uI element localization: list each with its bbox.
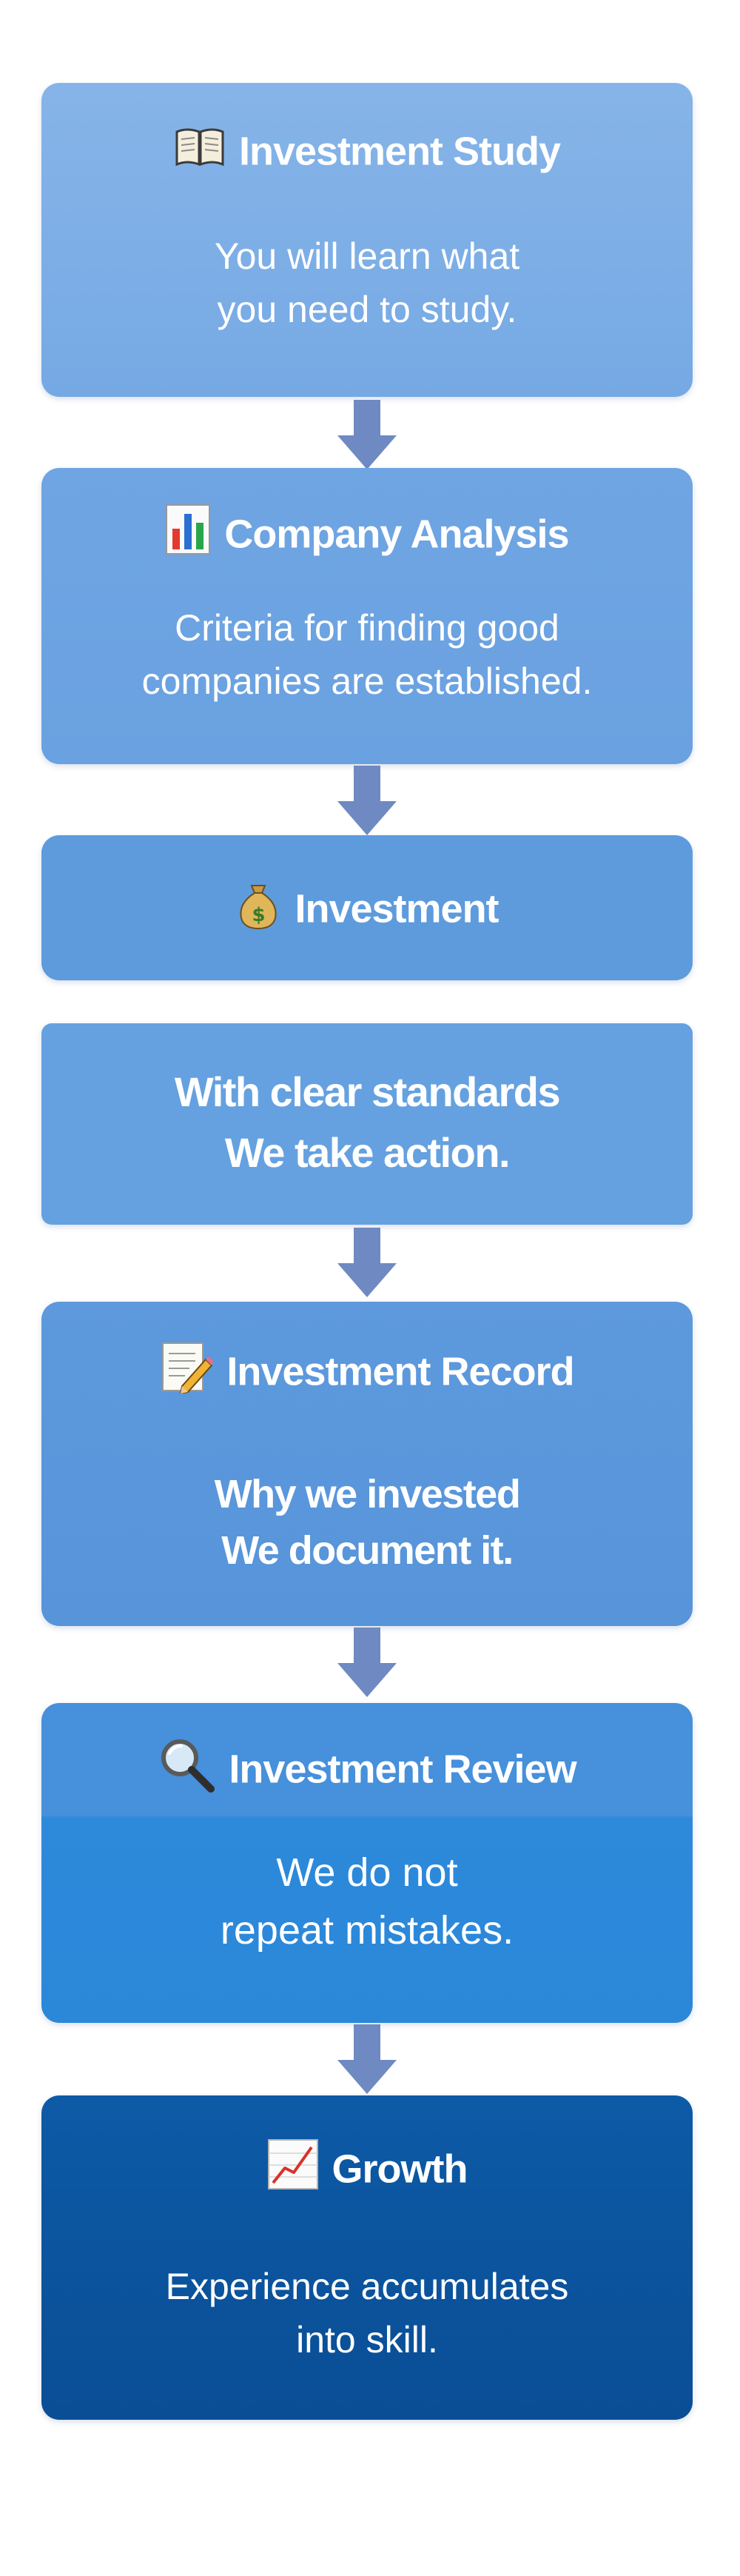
down-arrow-icon	[337, 766, 397, 835]
step-description-line: companies are established.	[141, 660, 593, 702]
step-description: You will learn what you need to study.	[41, 230, 693, 336]
step-title: Investment Record	[226, 1349, 574, 1394]
step-description-line: repeat mistakes.	[220, 1908, 514, 1953]
step-title-row: Growth	[41, 2138, 693, 2200]
step-card-investment-header: $ Investment	[41, 835, 693, 980]
step-card-investment-body: With clear standards We take action.	[41, 1023, 693, 1225]
magnifying-glass-icon	[158, 1736, 215, 1803]
step-title: Growth	[332, 2147, 468, 2192]
step-description-line: Why we invested	[214, 1472, 521, 1516]
memo-icon	[160, 1340, 214, 1403]
step-title-row: Company Analysis	[41, 504, 693, 565]
step-description-line: You will learn what	[214, 235, 520, 277]
down-arrow-icon	[337, 1228, 397, 1297]
down-arrow-icon	[337, 1627, 397, 1697]
step-description: Why we invested We document it.	[41, 1466, 693, 1579]
step-card-investment-review: Investment Review We do not repeat mista…	[41, 1703, 693, 2023]
step-title: Investment	[295, 886, 499, 931]
open-book-icon	[174, 124, 226, 178]
money-bag-icon: $	[235, 878, 281, 940]
step-title-row: Investment Record	[41, 1340, 693, 1403]
step-card-growth: Growth Experience accumulates into skill…	[41, 2095, 693, 2420]
step-description-line: We document it.	[221, 1528, 514, 1573]
bar-chart-icon	[165, 504, 211, 565]
chart-increasing-icon	[267, 2138, 319, 2200]
step-description-line: Criteria for finding good	[175, 607, 559, 649]
step-title: Company Analysis	[224, 512, 569, 557]
step-description-line: We do not	[276, 1850, 458, 1895]
step-title-row: Investment Review	[41, 1736, 693, 1803]
step-title-row: Investment Study	[41, 124, 693, 178]
step-description: Criteria for finding good companies are …	[41, 601, 693, 708]
svg-text:$: $	[252, 904, 265, 926]
step-title: Investment Review	[229, 1747, 576, 1792]
step-description: With clear standards We take action.	[41, 1062, 693, 1183]
step-description-line: With clear standards	[174, 1068, 561, 1115]
step-card-investment-study: Investment Study You will learn what you…	[41, 83, 693, 397]
step-description-line: you need to study.	[217, 289, 517, 330]
down-arrow-icon	[337, 400, 397, 469]
step-description-line: into skill.	[296, 2319, 438, 2361]
down-arrow-icon	[337, 2024, 397, 2094]
step-description: Experience accumulates into skill.	[41, 2260, 693, 2366]
step-card-investment-record: Investment Record Why we invested We doc…	[41, 1302, 693, 1626]
step-title: Investment Study	[238, 129, 561, 174]
step-title-row: $ Investment	[41, 878, 693, 940]
step-description-line: Experience accumulates	[165, 2266, 569, 2307]
step-description: We do not repeat mistakes.	[41, 1844, 693, 1959]
step-description-line: We take action.	[224, 1129, 511, 1176]
step-card-company-analysis: Company Analysis Criteria for finding go…	[41, 468, 693, 764]
